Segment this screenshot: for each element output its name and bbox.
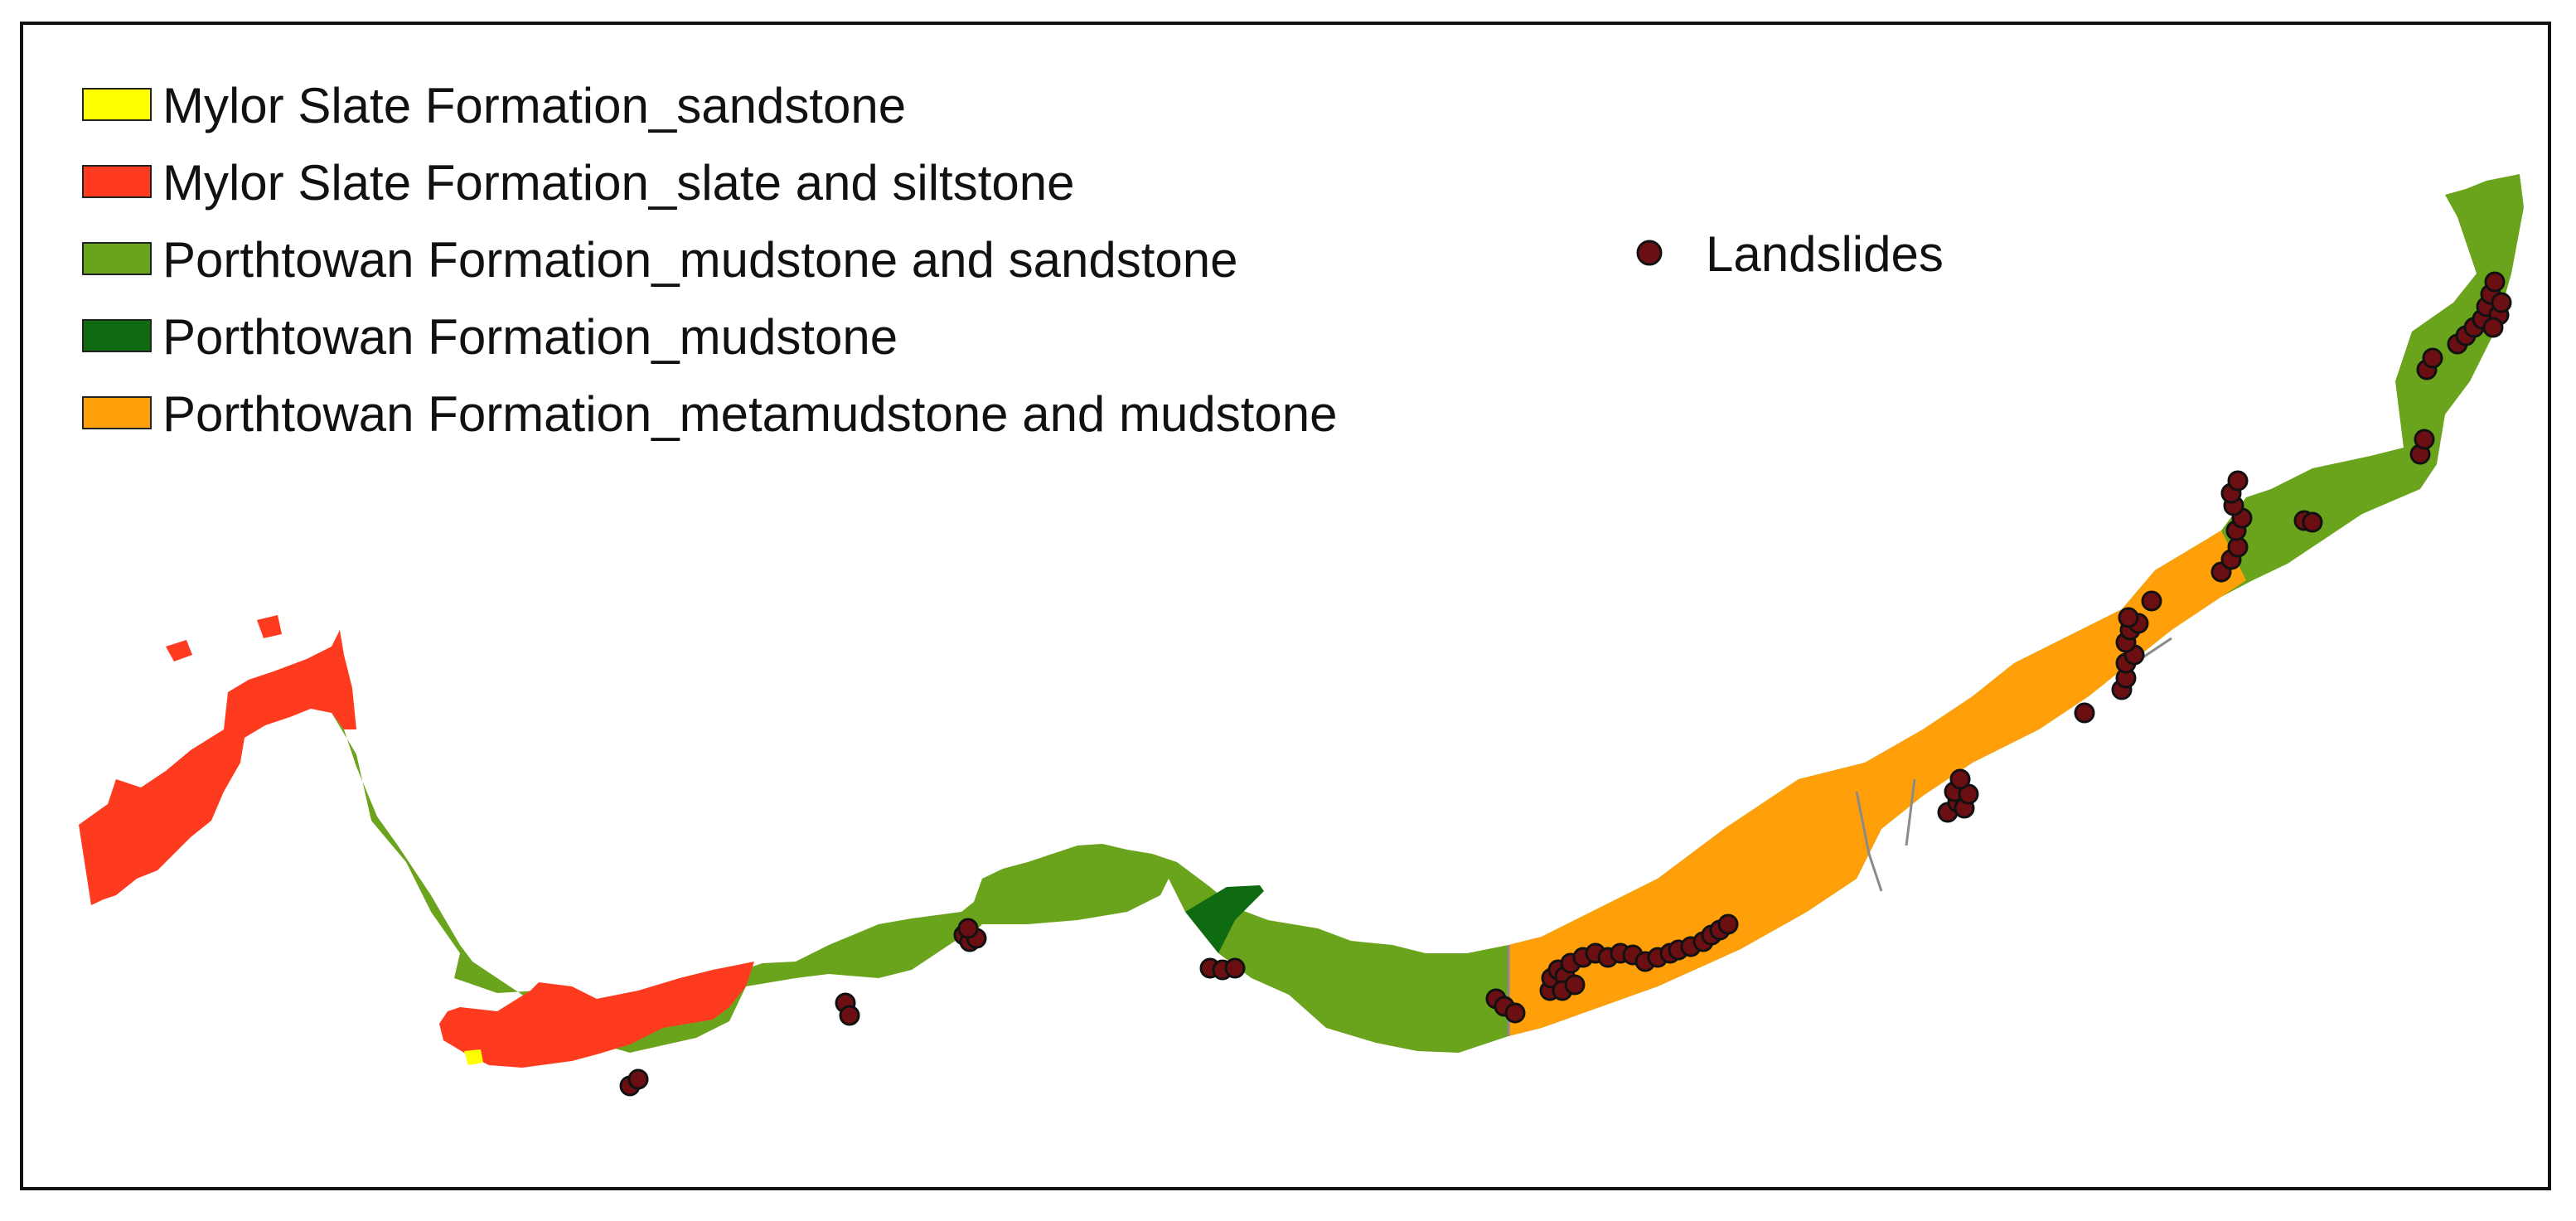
unit-mylor-sandstone — [464, 1049, 483, 1065]
legend-label-porthtowan-metamudstone: Porthtowan Formation_metamudstone and mu… — [162, 386, 1337, 442]
landslide-point — [2141, 590, 2162, 612]
landslide-point — [1949, 768, 1971, 790]
landslide-point — [2227, 470, 2249, 492]
geology-layer — [79, 174, 2524, 1068]
landslide-point — [2414, 429, 2435, 450]
legend-swatch-porthtowan-mudstone-sandstone — [82, 242, 152, 275]
landslide-point — [2118, 607, 2139, 628]
landslide-point — [1717, 913, 1739, 935]
landslide-point — [2302, 511, 2323, 533]
landslide-point — [2491, 292, 2512, 313]
legend-label-mylor-sandstone: Mylor Slate Formation_sandstone — [162, 78, 906, 133]
landslide-point — [957, 918, 979, 939]
landslide-layer — [619, 271, 2512, 1097]
landslide-point — [2422, 347, 2443, 369]
legend-landslide-marker — [1636, 240, 1663, 266]
landslide-point — [1224, 957, 1246, 979]
legend-label-mylor-slate: Mylor Slate Formation_slate and siltston… — [162, 155, 1075, 211]
landslide-point — [2484, 271, 2506, 293]
legend-label-porthtowan-mudstone: Porthtowan Formation_mudstone — [162, 309, 898, 365]
legend-swatch-mylor-slate — [82, 165, 152, 198]
unit-mylor-slate-south — [439, 962, 754, 1068]
legend: Mylor Slate Formation_sandstone Mylor Sl… — [82, 78, 1944, 442]
landslide-point — [1564, 974, 1586, 996]
boundary-line-1 — [1855, 791, 1883, 892]
unit-mylor-slate-islet-2 — [257, 615, 282, 638]
landslide-point — [839, 1005, 860, 1026]
legend-label-landslides: Landslides — [1706, 226, 1944, 282]
boundary-line-2 — [1905, 778, 1916, 846]
landslide-point — [2074, 702, 2095, 724]
legend-label-porthtowan-mudstone-sandstone: Porthtowan Formation_mudstone and sandst… — [162, 232, 1237, 288]
landslide-point — [2482, 317, 2504, 338]
legend-swatch-porthtowan-metamudstone — [82, 396, 152, 429]
unit-porthtowan-metamudstone — [1508, 531, 2246, 1036]
landslide-point — [1504, 1002, 1526, 1024]
unit-mylor-slate-north — [79, 630, 356, 905]
legend-swatch-porthtowan-mudstone — [82, 319, 152, 352]
legend-swatch-mylor-sandstone — [82, 88, 152, 121]
landslide-point — [627, 1068, 649, 1090]
unit-mylor-slate-islet-1 — [166, 640, 192, 661]
unit-porthtowan-mudstone — [1185, 885, 1264, 953]
